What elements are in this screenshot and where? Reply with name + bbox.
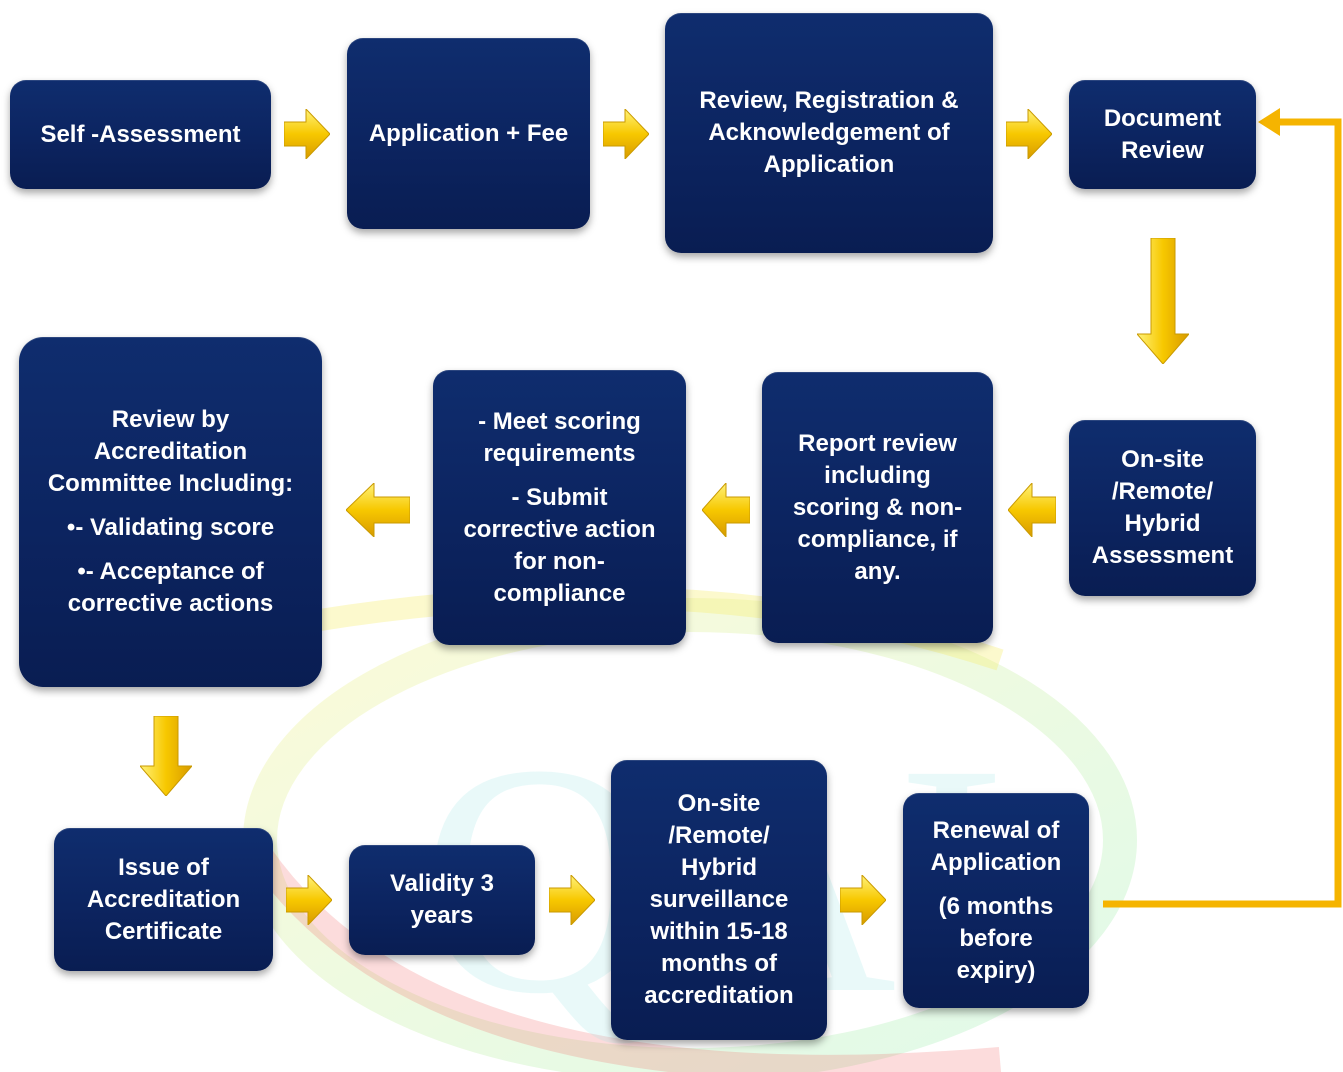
committee-bullet: •- Validating score	[66, 514, 275, 541]
surveillance-line: surveillance	[649, 886, 789, 913]
validity-line: years	[410, 902, 474, 929]
step-validity: Validity 3 years	[349, 845, 535, 955]
submit-corrective-line: - Submit	[511, 483, 608, 511]
submit-corrective-line: compliance	[493, 579, 626, 607]
step-onsite-assessment: On-site /Remote/ Hybrid Assessment	[1069, 420, 1256, 596]
surveillance-line: /Remote/	[668, 822, 770, 849]
application-fee-label: Application + Fee	[368, 119, 569, 147]
step-renewal: Renewal of Application (6 months before …	[903, 793, 1089, 1008]
step-report-review: Report review including scoring & non- c…	[762, 372, 993, 643]
review-registration-line: Application	[763, 151, 895, 178]
arrow-down-icon	[1137, 238, 1189, 364]
committee-review-line: Accreditation	[93, 438, 248, 465]
surveillance-line: Hybrid	[680, 854, 757, 881]
arrow-right-icon	[284, 109, 330, 159]
surveillance-line: accreditation	[644, 982, 794, 1009]
renewal-note-line: (6 months	[938, 892, 1054, 920]
renewal-note-line: expiry)	[956, 956, 1036, 984]
onsite-assessment-line: Hybrid	[1124, 510, 1201, 537]
onsite-assessment-line: /Remote/	[1111, 478, 1214, 505]
step-review-registration: Review, Registration & Acknowledgement o…	[665, 13, 993, 253]
issue-certificate-line: Issue of	[118, 853, 209, 881]
self-assessment-label: Self -Assessment	[40, 120, 241, 148]
meet-scoring-line: - Meet scoring	[478, 407, 641, 435]
submit-corrective-line: corrective action	[463, 515, 656, 543]
committee-review-line: Review by	[111, 406, 230, 433]
arrow-left-icon	[702, 483, 750, 537]
arrow-right-icon	[286, 875, 332, 925]
step-issue-certificate: Issue of Accreditation Certificate	[54, 828, 273, 971]
step-surveillance: On-site /Remote/ Hybrid surveillance wit…	[611, 760, 827, 1040]
step-committee-review: Review by Accreditation Committee Includ…	[19, 337, 322, 687]
committee-bullet: •- Acceptance of	[77, 558, 264, 585]
document-review-line: Review	[1121, 136, 1204, 164]
document-review-line: Document	[1103, 104, 1222, 132]
meet-scoring-line: requirements	[483, 439, 636, 467]
arrow-right-icon	[1006, 109, 1052, 159]
report-review-line: compliance, if	[797, 525, 958, 553]
onsite-assessment-line: Assessment	[1091, 542, 1234, 569]
surveillance-line: On-site	[677, 790, 761, 817]
report-review-line: any.	[854, 557, 901, 585]
committee-review-line: Committee Including:	[47, 470, 294, 497]
review-registration-line: Review, Registration &	[699, 87, 959, 114]
renewal-line: Application	[930, 848, 1062, 876]
step-meet-scoring: - Meet scoring requirements - Submit cor…	[433, 370, 686, 645]
surveillance-line: within 15-18	[650, 918, 788, 945]
issue-certificate-line: Certificate	[104, 917, 223, 945]
review-registration-line: Acknowledgement of	[708, 119, 950, 146]
committee-bullet: corrective actions	[67, 590, 274, 617]
submit-corrective-line: for non-	[514, 547, 605, 575]
report-review-line: scoring & non-	[792, 493, 963, 521]
step-document-review: Document Review	[1069, 80, 1256, 189]
report-review-line: including	[824, 461, 931, 489]
renewal-note-line: before	[959, 924, 1033, 952]
onsite-assessment-line: On-site	[1121, 446, 1204, 473]
arrow-right-icon	[549, 875, 595, 925]
arrow-right-icon	[840, 875, 886, 925]
step-application-fee: Application + Fee	[347, 38, 590, 229]
surveillance-line: months of	[661, 950, 777, 977]
renewal-line: Renewal of	[932, 816, 1060, 844]
arrow-left-icon	[346, 483, 410, 537]
validity-line: Validity 3	[389, 870, 495, 897]
step-self-assessment: Self -Assessment	[10, 80, 271, 189]
arrow-right-icon	[603, 109, 649, 159]
issue-certificate-line: Accreditation	[86, 885, 241, 913]
report-review-line: Report review	[798, 429, 957, 457]
arrow-left-icon	[1008, 483, 1056, 537]
arrow-down-icon	[140, 716, 192, 796]
